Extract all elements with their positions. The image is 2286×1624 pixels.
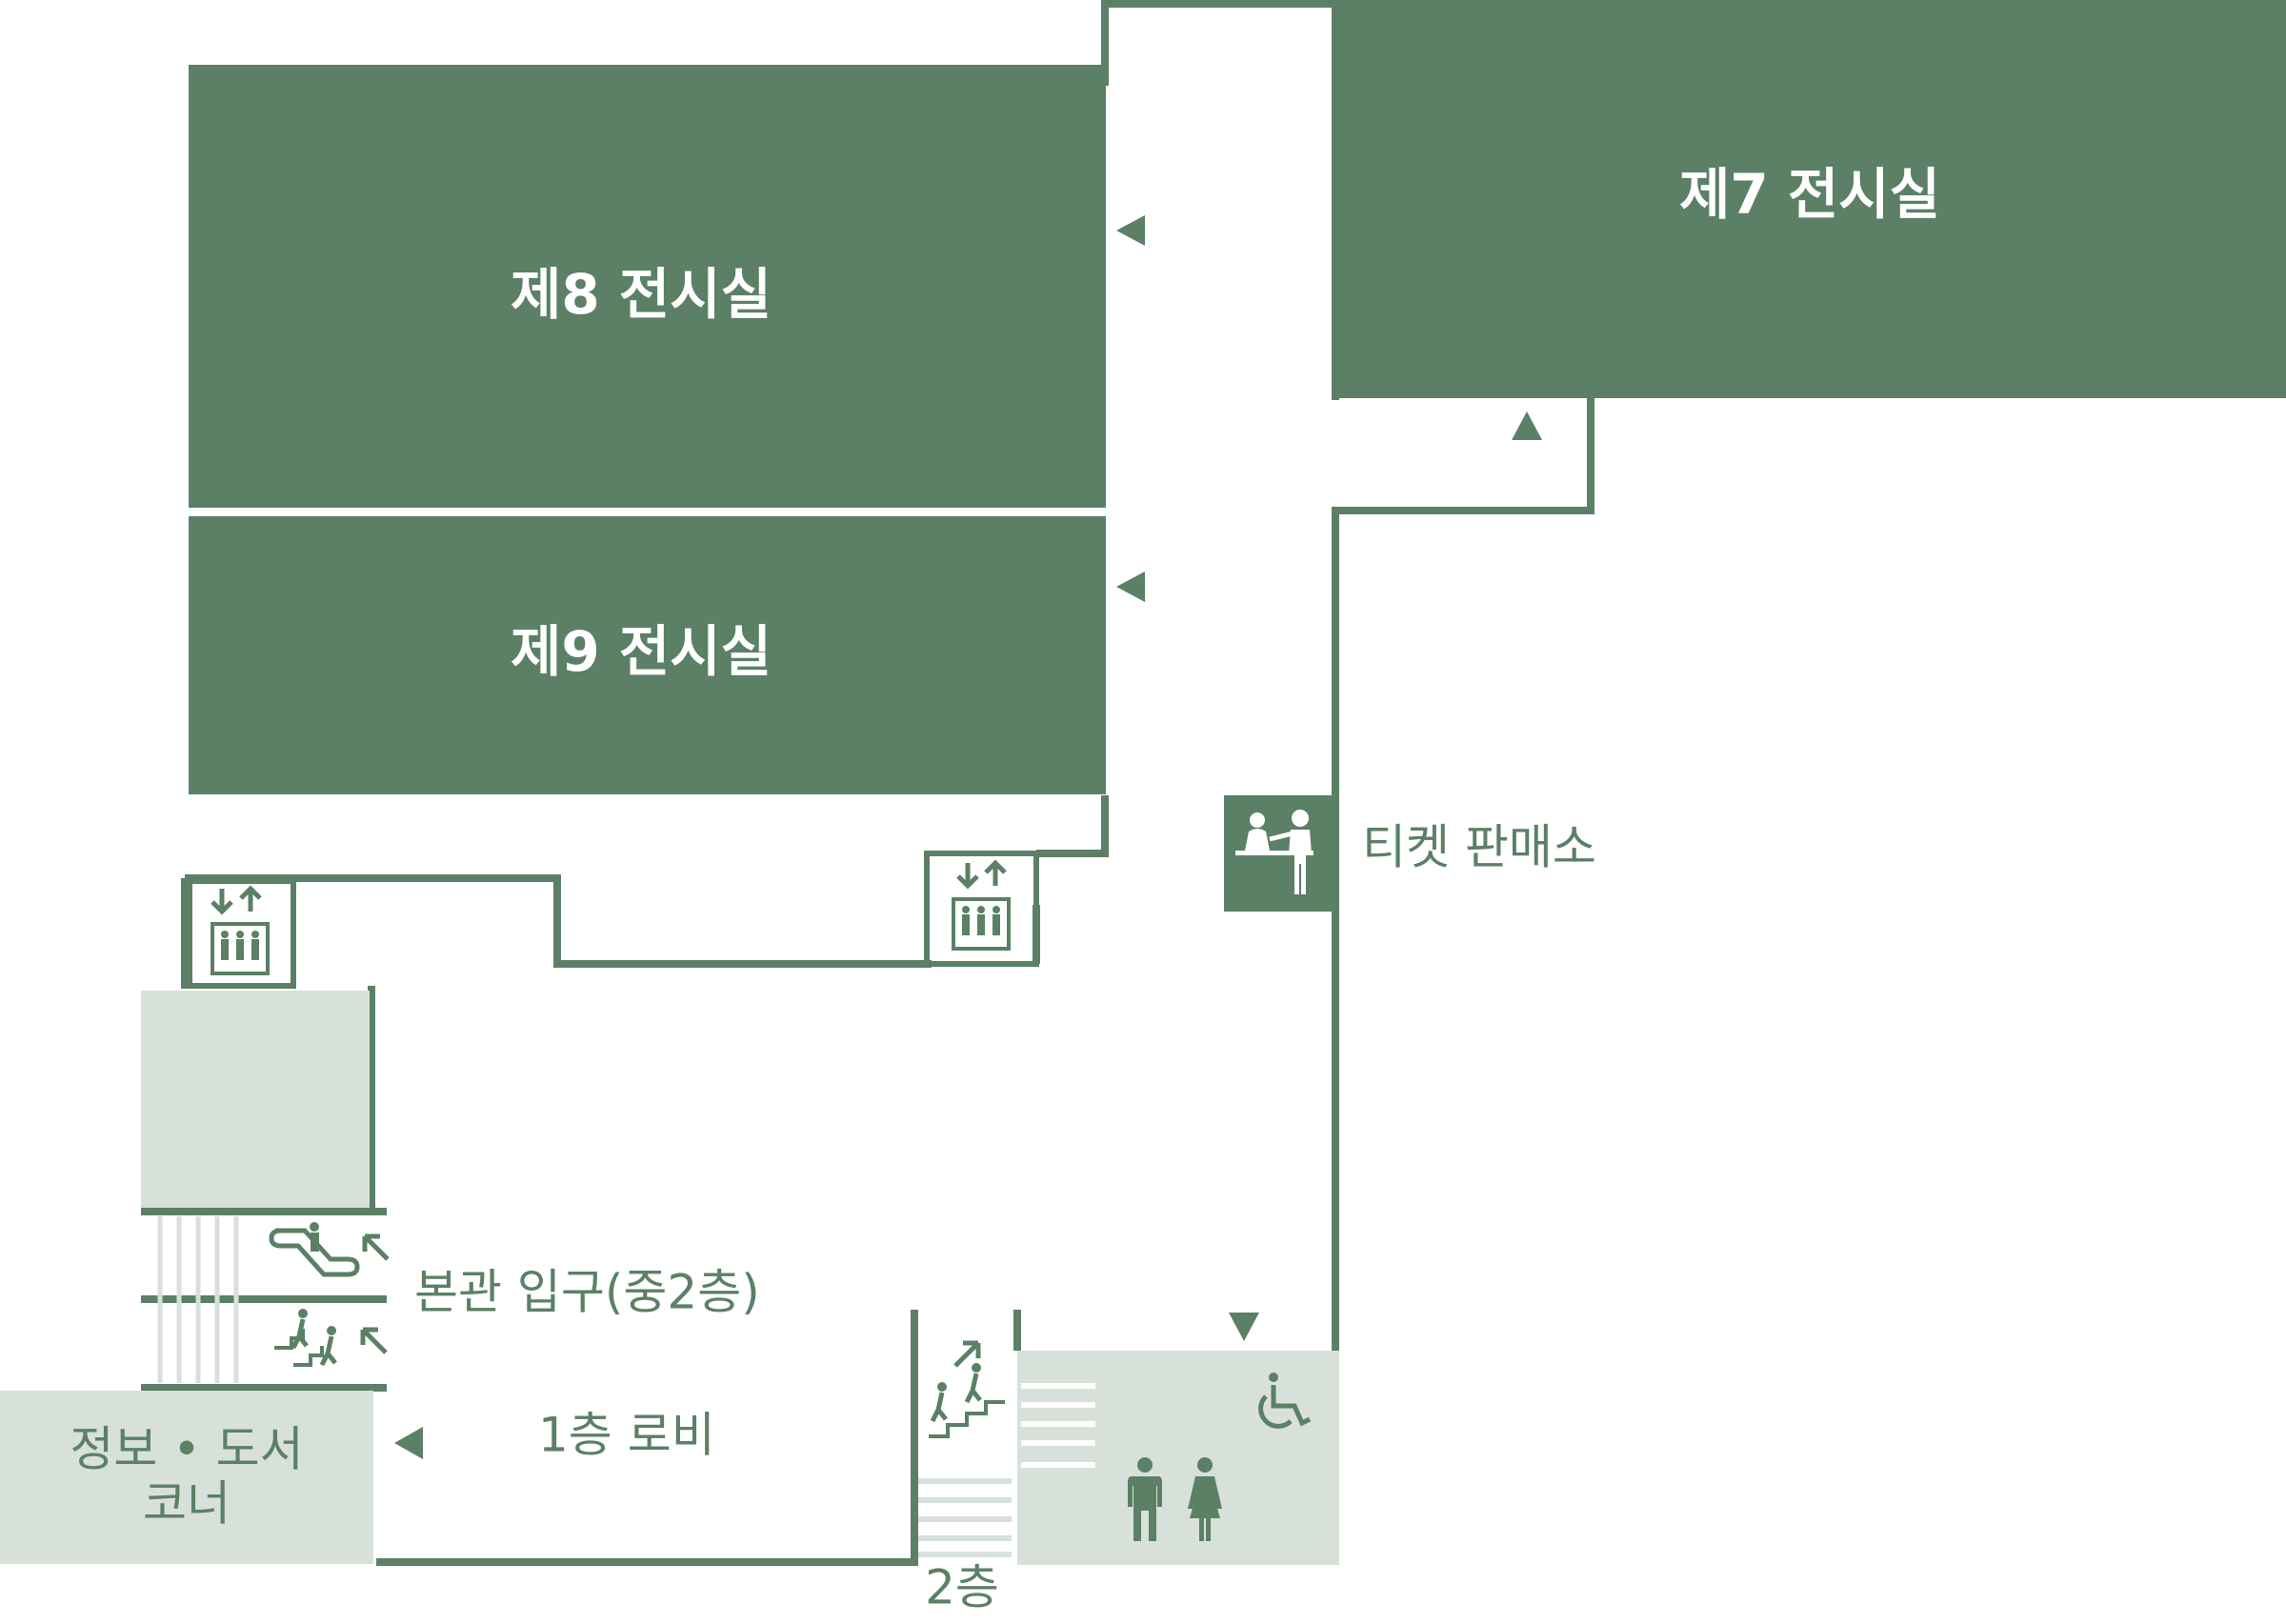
gallery-8-9-divider <box>189 508 1106 515</box>
female-restroom-icon[interactable] <box>1188 1457 1222 1541</box>
ticket-office-label: 티켓 판매소 <box>1362 820 1596 875</box>
floor-2-label: 2층 <box>925 1560 999 1615</box>
stair-stripes-left <box>157 1216 239 1383</box>
info-library-label-line1: 정보 • 도서 <box>70 1422 303 1477</box>
direction-arrow-icon <box>1116 571 1145 602</box>
elevator-icon[interactable] <box>924 851 1039 967</box>
main-entrance-label: 본관 입구(중2층) <box>414 1265 760 1320</box>
stair-stripes-bottom <box>918 1478 1012 1557</box>
ticket-office-figures <box>1235 810 1313 894</box>
service-core-area <box>141 991 370 1208</box>
walls <box>141 0 1594 1566</box>
restroom-stripes <box>1021 1383 1095 1468</box>
direction-arrow-icon <box>1512 411 1542 440</box>
wheelchair-icon[interactable] <box>1258 1373 1312 1429</box>
escalator-icon[interactable] <box>269 1222 390 1277</box>
gallery-9-label: 제9 전시실 <box>511 619 772 684</box>
elevator-icon[interactable] <box>181 878 296 989</box>
gallery-8-label: 제8 전시실 <box>511 262 772 327</box>
direction-arrow-icon <box>1229 1313 1259 1341</box>
info-library-label-line2: 코너 <box>143 1476 231 1532</box>
gallery-7-room[interactable] <box>1335 0 2286 398</box>
info-library-corner[interactable] <box>0 1391 373 1564</box>
gallery-9-room[interactable] <box>189 516 1106 794</box>
accessible-restroom-area[interactable] <box>1281 1351 1338 1454</box>
gallery-8-room[interactable] <box>189 65 1106 508</box>
stairs-icon[interactable] <box>274 1309 388 1367</box>
direction-arrow-icon <box>1116 215 1145 246</box>
gallery-7-label: 제7 전시실 <box>1679 162 1940 227</box>
male-restroom-icon[interactable] <box>1128 1457 1162 1541</box>
stairs-icon[interactable] <box>929 1340 1005 1438</box>
direction-arrow-icon <box>394 1427 423 1459</box>
lobby-label: 1층 로비 <box>538 1408 715 1463</box>
